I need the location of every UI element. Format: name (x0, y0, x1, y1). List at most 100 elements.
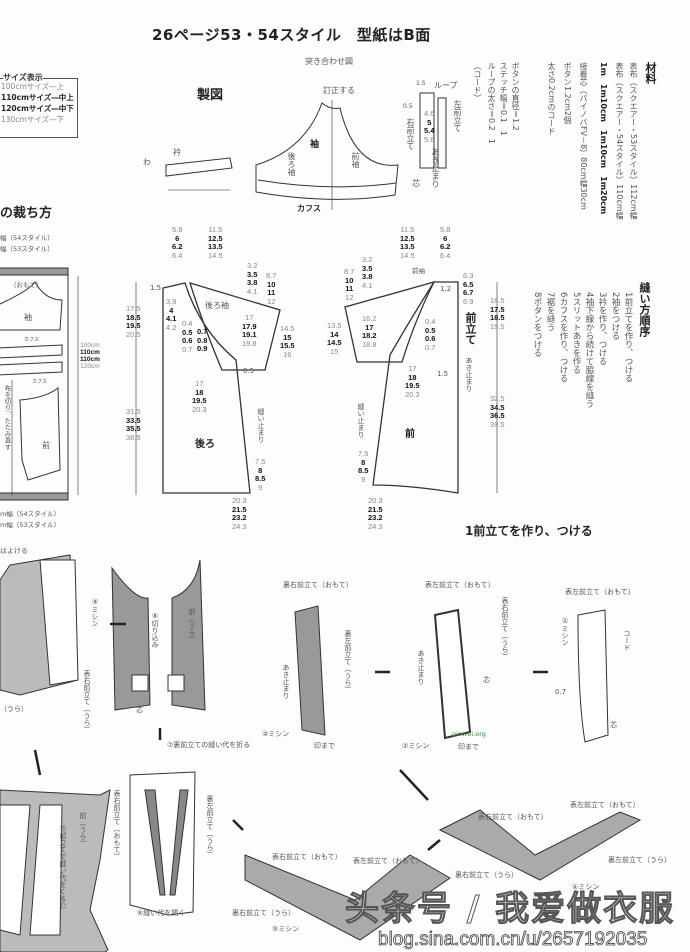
measure: 0.5 (243, 367, 255, 375)
stitch-end-label: 縫い止まり (257, 408, 265, 443)
step-label: ⑦裏前立ての縫い代を折る (167, 741, 251, 749)
measure: 0.5 (182, 327, 193, 337)
label: 表左前立て（おもて） (565, 588, 635, 596)
measure: 14.5 (327, 338, 342, 347)
step1-heading: 1前立てを作り、つける (465, 524, 593, 538)
measure: 11.5 (400, 225, 415, 234)
layout-cuff-label: カフス (32, 379, 48, 385)
step-label: ⑨ミシン (91, 598, 99, 627)
measure: 4.2 (166, 322, 177, 332)
measure: 18 (408, 372, 417, 382)
cuff-line (257, 179, 397, 188)
measure: 31.5 (126, 407, 141, 416)
label: 裏左前立て（うら） (206, 795, 214, 858)
back-sleeve-piece (189, 282, 281, 371)
step5-illustration (244, 854, 451, 941)
measure: 10 (267, 279, 276, 289)
page-title: 26ページ53・54スタイル 型紙はB面 (152, 26, 431, 44)
label: 芯 (483, 676, 490, 684)
button-spec: （コード） (473, 62, 482, 102)
materials-heading: 材料 (644, 62, 657, 84)
measure: 0.8 (197, 335, 208, 345)
label: 表右前立て（おもて） (113, 790, 121, 860)
draft-heading: 製図 (197, 88, 224, 103)
left-placket-label: 左前立て (453, 100, 462, 132)
measure: 19.5 (490, 321, 505, 331)
button-spec: ステッチ幅＝0.1 1 (499, 62, 508, 136)
front-sleeve-piece (344, 280, 436, 363)
fold-label: わ (143, 158, 151, 167)
back-sleeve-label: 後ろ袖 (205, 301, 229, 310)
measure: 19.5 (405, 381, 420, 390)
watermark-site: pinwei.org (452, 730, 486, 738)
label: 表右前立て（おもて） (478, 813, 548, 821)
measure: 6.7 (463, 288, 474, 297)
measure: 7.5 (255, 457, 266, 466)
layout-sleeve (0, 281, 63, 331)
measure: 24.3 (232, 521, 247, 531)
label: 表右前立て（うら） (501, 597, 509, 660)
measure: 20.3 (405, 389, 420, 399)
label: 裏左前立て（うら） (608, 856, 671, 864)
placket-label: 前立て (464, 312, 477, 345)
measure: 17 (245, 313, 254, 322)
measure: 5.8 (440, 225, 451, 234)
measure: 0.7 (182, 344, 193, 354)
measure: 5.4 (424, 126, 435, 135)
measure: 6.4 (440, 250, 451, 260)
material-line: 表布（スクエアー・54スタイル）110cm幅 (615, 62, 624, 220)
measure: 12.5 (208, 233, 223, 243)
stitch-end-label: 縫い止まり (357, 403, 365, 438)
sewing-step: 1前立てを作り、つける (623, 292, 633, 383)
material-line: 接着芯（パイノバFV－8）80cm幅30cm (579, 62, 588, 210)
measure: 17.5 (126, 304, 141, 313)
fabric-width-label: m幅（53スタイル） (0, 521, 61, 529)
sewing-step: 4袖下線から続けて脇線を縫う (584, 292, 594, 408)
step4-illustration (438, 809, 642, 881)
measure: 4 (169, 305, 174, 315)
size-legend-heading: サイズ表示 (3, 72, 43, 83)
label: 印まで (458, 743, 479, 751)
label: 表左前立て（おもて） (425, 581, 495, 589)
front-piece (372, 281, 459, 494)
measure: 0.7 (197, 327, 208, 336)
measure: 15 (283, 332, 292, 342)
front-label: 前 (405, 429, 415, 440)
measure: 11.5 (208, 225, 223, 234)
measure: 32.5 (490, 394, 505, 403)
measure: 0.7 (425, 342, 436, 352)
label: 表左前立て（おもて） (353, 857, 423, 865)
watermark: 头条号 / 我爱做衣服 (344, 889, 676, 929)
measure: 10 (345, 275, 354, 285)
measure: 12.5 (400, 233, 415, 243)
measure: 20.3 (232, 496, 247, 505)
measure: 1.5 (416, 80, 426, 87)
arrow-icons (33, 622, 548, 851)
label: 表右前立て（うら） (83, 670, 91, 733)
layout-sleeve-label: 袖 (24, 313, 32, 322)
material-line: 1m 1m10cm 1m10cm 1m20cm (599, 62, 608, 215)
measure: 36.5 (490, 411, 505, 420)
front-sleeve-label: 前袖 (351, 152, 360, 168)
layout-cuff-label: カフス (24, 337, 40, 343)
measure: 17.9 (242, 321, 257, 331)
size-line: 130cmサイズ―下 (1, 115, 65, 124)
measure: 23.2 (232, 513, 247, 522)
measure: 110cm (80, 356, 100, 363)
measure: 17.5 (490, 304, 505, 314)
